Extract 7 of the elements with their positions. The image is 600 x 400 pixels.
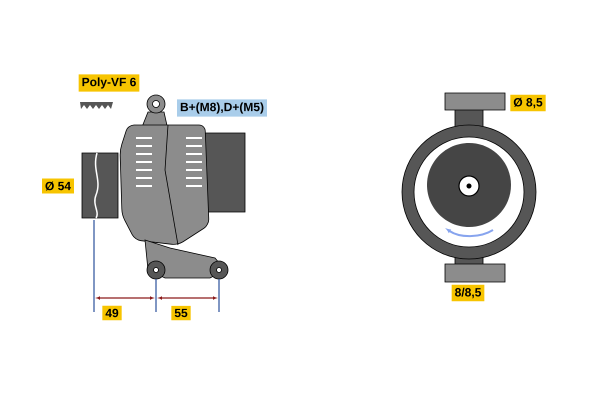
dimension-label: 49 <box>102 306 122 320</box>
dimension-label: 8/8,5 <box>452 284 484 302</box>
dimension-label: Ø 8,5 <box>510 94 546 112</box>
terminal-label: B+(M8),D+(M5) <box>177 99 267 117</box>
dimension-label: Ø 54 <box>42 178 74 194</box>
belt-type-label: Poly-VF 6 <box>78 74 140 92</box>
dimension-label: 55 <box>171 306 191 320</box>
